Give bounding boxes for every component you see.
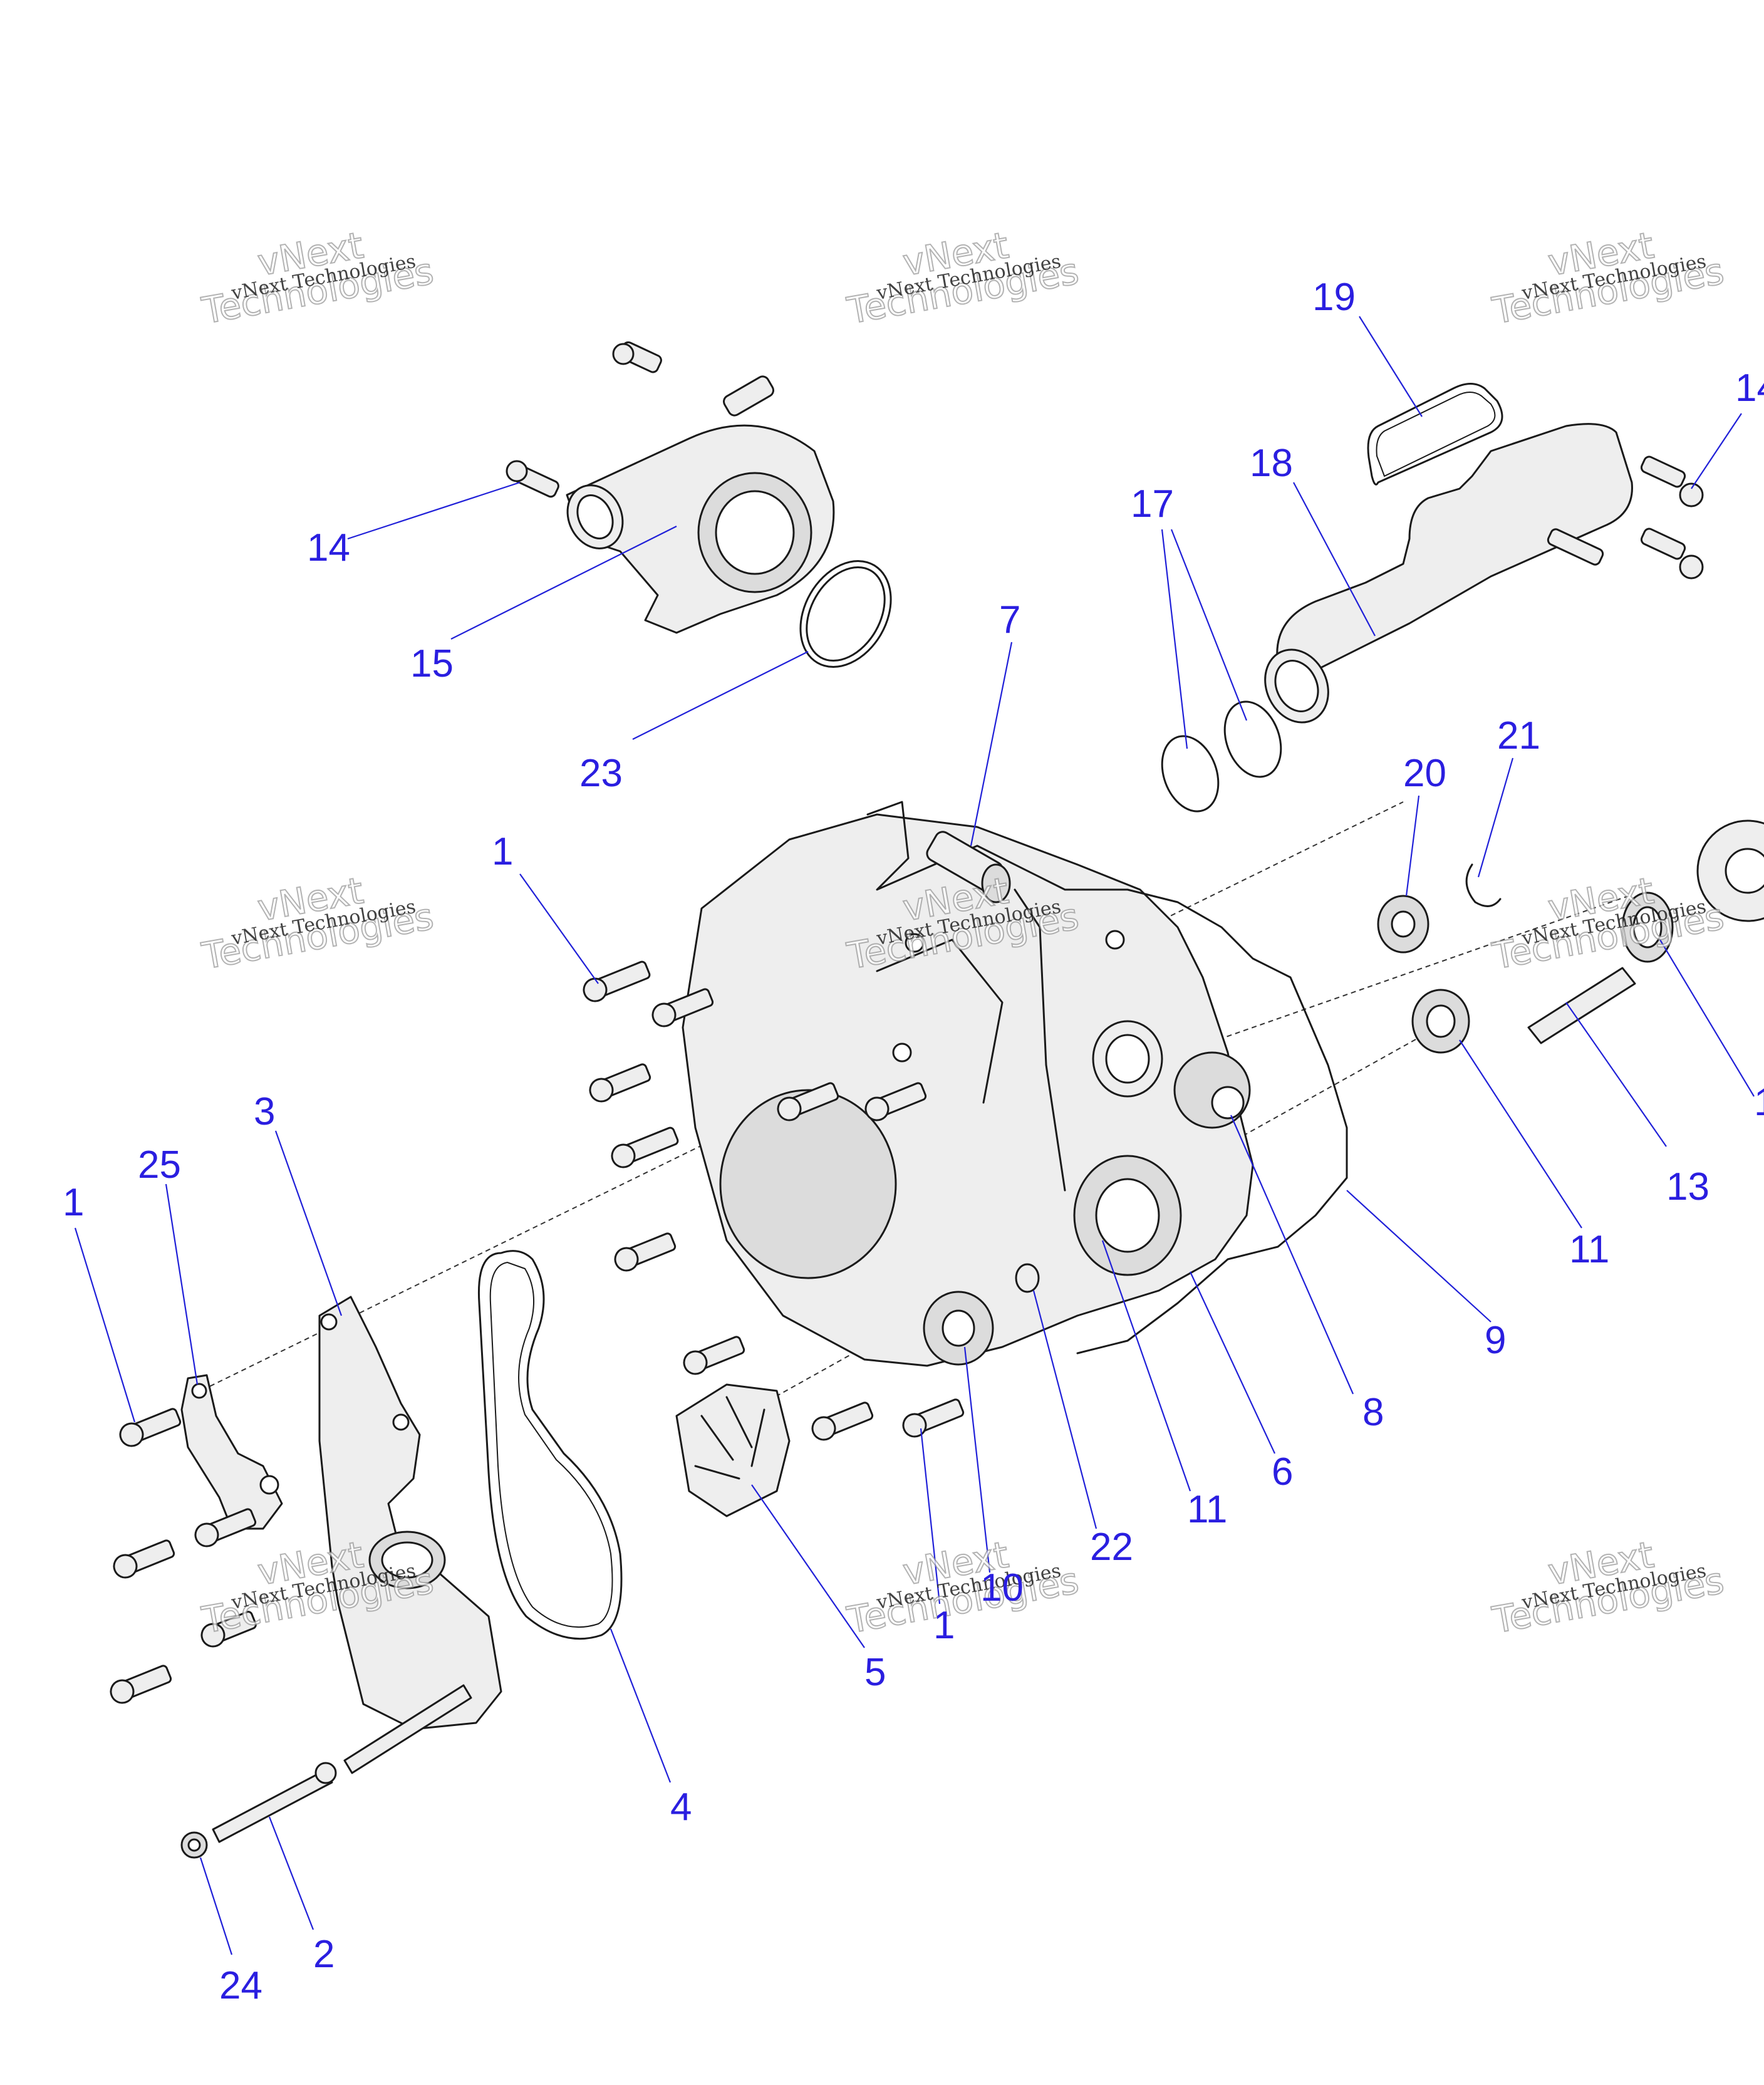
callout-1-top: 1 xyxy=(492,830,513,873)
callout-22: 22 xyxy=(1090,1526,1133,1569)
callout-21: 21 xyxy=(1497,714,1540,757)
watermark-4: vNext Technologies vNext Technologies xyxy=(198,868,437,978)
o-rings-17 xyxy=(1161,700,1282,813)
leader-lines xyxy=(74,316,1755,1955)
callout-14-right: 14 xyxy=(1735,367,1764,410)
callout-11-mid: 11 xyxy=(1187,1488,1227,1531)
coolant-pipe xyxy=(1264,423,1704,724)
callout-13: 13 xyxy=(1666,1165,1710,1209)
callout-25: 25 xyxy=(138,1143,181,1187)
callout-14-left: 14 xyxy=(307,526,350,569)
watermark-1: vNext Technologies vNext Technologies xyxy=(198,223,437,333)
bearings-and-seals xyxy=(1377,819,1764,1054)
watermark-9: vNext Technologies vNext Technologies xyxy=(1488,1532,1728,1642)
callout-15: 15 xyxy=(410,642,454,685)
crankcase-cover xyxy=(682,813,1254,1367)
watermarks: vNext Technologies vNext Technologies vN… xyxy=(198,223,1728,1642)
watermark-3: vNext Technologies vNext Technologies xyxy=(1488,223,1728,333)
water-pump-housing xyxy=(318,1296,502,1730)
callouts: 19 14 18 17 14 15 23 7 21 20 1 3 25 1 13… xyxy=(63,276,1764,2007)
callout-5: 5 xyxy=(864,1651,886,1694)
stud-2 xyxy=(212,1684,472,1843)
o-ring-23 xyxy=(799,560,892,668)
gasket-9 xyxy=(866,801,1348,1354)
callout-11-right: 11 xyxy=(1569,1228,1609,1271)
callout-3: 3 xyxy=(254,1090,275,1133)
callout-2: 2 xyxy=(313,1933,335,1976)
callout-18: 18 xyxy=(1250,442,1293,485)
gasket-19 xyxy=(1367,383,1503,486)
fitting-7 xyxy=(926,831,1011,903)
callout-6: 6 xyxy=(1272,1450,1293,1494)
callout-1-left: 1 xyxy=(63,1181,84,1224)
thermostat-housing xyxy=(506,341,835,634)
left-bolts xyxy=(110,1408,257,1704)
watermark-2: vNext Technologies vNext Technologies xyxy=(843,223,1082,333)
callout-8: 8 xyxy=(1362,1391,1384,1434)
belt-4 xyxy=(477,1250,623,1640)
callout-19: 19 xyxy=(1312,276,1356,319)
callout-10: 10 xyxy=(980,1566,1024,1609)
callout-24: 24 xyxy=(219,1964,262,2007)
callout-17: 17 xyxy=(1131,482,1174,526)
watermark-8: vNext Technologies vNext Technologies xyxy=(843,1532,1082,1642)
impeller-5 xyxy=(675,1383,791,1517)
bracket-25 xyxy=(180,1374,283,1530)
seal-10-22 xyxy=(923,1263,1040,1366)
callout-7: 7 xyxy=(999,598,1020,642)
watermark-6: vNext Technologies vNext Technologies xyxy=(1488,868,1728,978)
nut-24 xyxy=(180,1831,208,1859)
callout-23: 23 xyxy=(579,752,623,795)
callout-9: 9 xyxy=(1485,1319,1506,1362)
callout-4: 4 xyxy=(670,1786,692,1829)
callout-1-bottom: 1 xyxy=(933,1604,955,1647)
callout-12-partial: 1 xyxy=(1754,1081,1764,1124)
bolt-set xyxy=(583,960,965,1441)
callout-20: 20 xyxy=(1403,752,1446,795)
plug-8 xyxy=(1173,1051,1251,1129)
